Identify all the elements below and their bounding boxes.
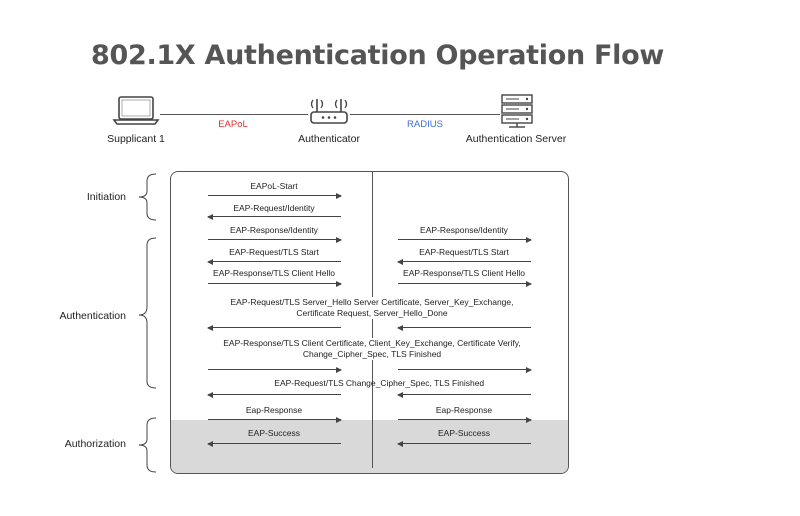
msg-tls-start-right: EAP-Request/TLS Start (419, 247, 509, 257)
eapol-link-line (160, 114, 308, 115)
authentication-bracket (138, 237, 157, 389)
msg-server-hello-2: Certificate Request, Server_Hello_Done (294, 308, 450, 319)
arrow-server-hello-left (207, 324, 341, 331)
phase-initiation: Initiation (86, 191, 126, 203)
router-icon (310, 99, 348, 124)
msg-tls-start-left: EAP-Request/TLS Start (229, 247, 319, 257)
arrow-req-tls-right (397, 391, 531, 398)
phase-authorization: Authorization (64, 438, 126, 450)
arrow-server-hello-right (397, 324, 531, 331)
server-icon (501, 94, 533, 128)
arrow-eap-success-left (207, 440, 341, 447)
msg-resp-identity-right: EAP-Response/Identity (420, 225, 508, 235)
arrow-eap-success-right (397, 440, 531, 447)
server-label: Authentication Server (465, 133, 567, 145)
arrow-req-tls-left (207, 391, 341, 398)
arrow-eap-response-right (398, 416, 532, 423)
supplicant-label: Supplicant 1 (107, 133, 165, 145)
msg-client-hello-right: EAP-Response/TLS Client Hello (403, 268, 525, 278)
arrow-client-hello-left (208, 280, 342, 287)
msg-req-tls-left: EAP-Request/TLS (274, 378, 344, 388)
msg-eap-success-left: EAP-Success (248, 428, 300, 438)
arrow-client-cert-right (398, 366, 532, 373)
arrow-tls-start-left (207, 258, 341, 265)
arrow-eap-response-left (208, 416, 342, 423)
msg-server-hello-1: EAP-Request/TLS Server_Hello Server Cert… (228, 297, 516, 308)
initiation-bracket (138, 173, 157, 221)
radius-link-line (350, 114, 500, 115)
msg-eap-response-right: Eap-Response (435, 405, 493, 415)
arrow-client-hello-right (398, 280, 532, 287)
msg-client-hello-left: EAP-Response/TLS Client Hello (213, 268, 335, 278)
radius-label: RADIUS (407, 119, 443, 130)
authenticator-lifeline (372, 172, 373, 468)
authorization-bracket (138, 417, 157, 473)
arrow-eapol-start (208, 192, 342, 199)
authenticator-label: Authenticator (298, 133, 360, 145)
arrow-req-identity (207, 213, 341, 220)
msg-eapol-start: EAPoL-Start (250, 181, 298, 191)
msg-req-identity: EAP-Request/Identity (233, 203, 315, 213)
phase-authentication: Authentication (59, 310, 126, 322)
sequence-panel: EAPoL-Start EAP-Request/Identity EAP-Res… (170, 171, 569, 474)
msg-client-cert-2: Change_Cipher_Spec, TLS Finished (300, 349, 444, 360)
msg-client-cert-1: EAP-Response/TLS Client Certificate, Cli… (221, 338, 523, 349)
laptop-icon (112, 96, 160, 125)
arrow-client-cert-left (208, 366, 342, 373)
msg-eap-success-right: EAP-Success (438, 428, 490, 438)
arrow-resp-identity-right (398, 236, 532, 243)
arrow-resp-identity-left (208, 236, 342, 243)
msg-eap-response-left: Eap-Response (245, 405, 303, 415)
authorization-region (171, 420, 568, 473)
msg-resp-identity-left: EAP-Response/Identity (230, 225, 318, 235)
eapol-label: EAPoL (218, 119, 248, 130)
page-title: 802.1X Authentication Operation Flow (91, 40, 664, 71)
arrow-tls-start-right (397, 258, 531, 265)
msg-req-tls-right: Change_Cipher_Spec, TLS Finished (345, 378, 485, 388)
